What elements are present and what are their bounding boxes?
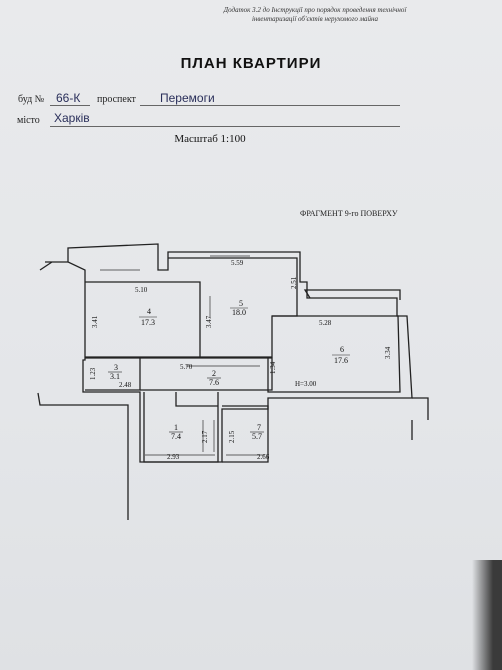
dim-217: 2.17 [201, 430, 209, 443]
room-2-area: 7.6 [209, 378, 219, 387]
photo-shadow [472, 560, 502, 670]
dim-334: 3.34 [384, 346, 392, 359]
room-1-area: 7.4 [171, 432, 181, 441]
city-label: місто [17, 115, 40, 126]
street-type: проспект [97, 94, 136, 105]
building-label: буд № [18, 94, 45, 105]
room-6: 6 17.6 [332, 345, 350, 365]
room-4: 4 17.3 [139, 307, 157, 327]
dim-293: 2.93 [167, 453, 180, 461]
header-note-line2: інвентаризації об'єктів нерухомого майна [251, 15, 379, 23]
city-underline [50, 126, 400, 127]
room-3-area: 3.1 [110, 372, 120, 381]
dim-134: 1.34 [269, 361, 277, 374]
street-underline [140, 105, 400, 106]
dim-123: 1.23 [89, 367, 97, 380]
room-5-number: 5 [239, 299, 243, 308]
building-value: 66-К [56, 91, 81, 105]
scale-label: Масштаб 1:100 [174, 133, 246, 145]
dim-248: 2.48 [119, 381, 132, 389]
header-note-line1: Додаток 3.2 до Інструкції про порядок пр… [223, 6, 407, 14]
city-value: Харків [54, 111, 90, 125]
dim-341: 3.41 [91, 315, 99, 328]
header-note: Додаток 3.2 до Інструкції про порядок пр… [200, 6, 430, 24]
room-7: 7 5.7 [250, 423, 264, 441]
dim-266: 2.66 [257, 453, 270, 461]
street-value: Перемоги [160, 91, 215, 105]
room-2: 2 7.6 [207, 369, 221, 387]
fragment-label: ФРАГМЕНТ 9-го ПОВЕРХУ [300, 209, 398, 218]
room-6-number: 6 [340, 345, 344, 354]
room-4-area: 17.3 [141, 318, 155, 327]
dim-347: 3.47 [205, 315, 213, 328]
dim-570: 5.70 [180, 363, 193, 371]
room-4-number: 4 [147, 307, 151, 316]
dim-559: 5.59 [231, 259, 244, 267]
room-3: 3 3.1 [108, 363, 122, 381]
room-7-area: 5.7 [252, 432, 262, 441]
floor-plan-walls [37, 243, 429, 520]
room-1-number: 1 [174, 423, 178, 432]
dim-215: 2.15 [228, 430, 236, 443]
dim-528: 5.28 [319, 319, 332, 327]
page-title: ПЛАН КВАРТИРИ [180, 55, 322, 72]
room-7-number: 7 [257, 423, 261, 432]
dim-251: 2.51 [290, 276, 298, 289]
room-6-area: 17.6 [334, 356, 348, 365]
building-underline [50, 105, 90, 106]
height-note: H=3.00 [295, 380, 317, 388]
floor-plan-details [100, 255, 370, 456]
room-5: 5 18.0 [230, 299, 248, 317]
room-2-number: 2 [212, 369, 216, 378]
room-1: 1 7.4 [169, 423, 183, 441]
room-3-number: 3 [114, 363, 118, 372]
room-5-area: 18.0 [232, 308, 246, 317]
dim-510: 5.10 [135, 286, 148, 294]
